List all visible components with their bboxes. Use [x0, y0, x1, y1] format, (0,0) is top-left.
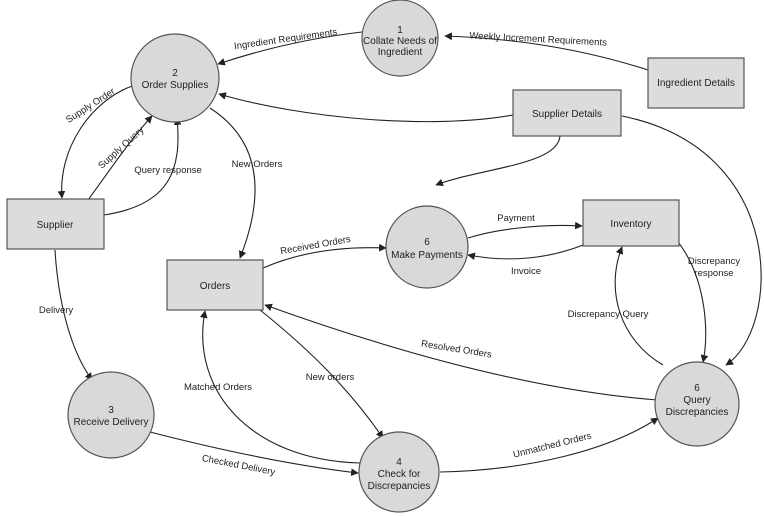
flow-label-supply-order: Supply Order	[64, 86, 117, 126]
flow-label-resolved-orders: Resolved Orders	[420, 339, 492, 361]
process-6b-label-line-2: Discrepancies	[666, 407, 729, 418]
flow-ingredient-requirements	[217, 31, 363, 66]
process-1-label-line-1: Collate Needs of	[363, 36, 437, 47]
store-ingredient-details: Ingredient Details	[647, 57, 745, 109]
process-6b-label-line-1: Query	[683, 395, 710, 406]
process-1-number: 1	[397, 25, 403, 36]
flow-payment	[467, 221, 583, 239]
flow-label-matched-orders: Matched Orders	[184, 382, 252, 393]
flow-checked-delivery	[149, 431, 359, 477]
flow-invoice	[467, 244, 584, 261]
flow-label-unmatched-orders: Unmatched Orders	[512, 430, 593, 460]
flow-discrepancy-response	[671, 234, 709, 363]
process-6-query-discrepancies: 6 Query Discrepancies	[654, 361, 740, 447]
process-2-number: 2	[172, 68, 178, 79]
flow-unmatched-orders	[439, 417, 659, 473]
flow-received-orders	[262, 243, 387, 269]
flow-resolved-orders	[264, 303, 658, 401]
flow-label-payment: Payment	[497, 213, 535, 224]
flow-discrepancy-query	[614, 246, 664, 366]
process-4: 4 Check for Discrepancies	[358, 431, 440, 513]
flow-label-received-orders: Received Orders	[280, 234, 352, 257]
store-inventory-label: Inventory	[610, 219, 651, 230]
entity-supplier-label: Supplier	[37, 220, 74, 231]
process-1-label-line-2: Ingredient	[378, 47, 423, 58]
flow-label-discrepancy-response-2: response	[694, 268, 733, 279]
process-2: 2 Order Supplies	[130, 33, 220, 123]
flow-supply-query	[87, 115, 153, 201]
flow-label-new-orders-1: New Orders	[232, 159, 283, 170]
flow-label-new-orders-2: New orders	[306, 372, 355, 383]
process-3: 3 Receive Delivery	[67, 371, 155, 459]
process-4-label-line-2: Discrepancies	[368, 481, 431, 492]
flow-supplier-details-to-payments	[435, 134, 561, 187]
process-3-label: Receive Delivery	[73, 417, 148, 428]
flow-matched-orders	[199, 310, 361, 464]
flow-label-invoice: Invoice	[511, 266, 541, 277]
store-supplier-details: Supplier Details	[512, 89, 622, 137]
flow-supply-order	[57, 84, 136, 199]
process-6b-number: 6	[694, 383, 700, 394]
flow-supplier-details-to-query	[621, 115, 762, 366]
process-4-label-line-1: Check for	[378, 469, 421, 480]
entity-supplier: Supplier	[6, 198, 105, 250]
flow-weekly-increment	[444, 32, 649, 71]
flow-label-ingredient-requirements: Ingredient Requirements	[233, 27, 338, 52]
flow-label-checked-delivery: Checked Delivery	[201, 453, 276, 478]
flow-new-orders-2	[259, 309, 384, 439]
process-2-label: Order Supplies	[142, 80, 209, 91]
flow-label-query-response: Query response	[134, 165, 202, 176]
flow-label-discrepancy-query: Discrepancy Query	[568, 309, 649, 320]
flow-supplier-details-to-order	[218, 92, 514, 123]
flow-label-weekly-increment: Weekly Increment Requirements	[469, 30, 607, 48]
flow-new-orders-1	[209, 107, 256, 259]
store-orders: Orders	[166, 259, 264, 311]
flow-query-response	[103, 117, 182, 216]
flow-label-discrepancy-response-1: Discrepancy	[688, 256, 741, 267]
store-inventory: Inventory	[582, 199, 680, 247]
flow-label-delivery: Delivery	[39, 305, 74, 316]
process-4-number: 4	[396, 457, 402, 468]
process-6a-label: Make Payments	[391, 250, 463, 261]
process-3-number: 3	[108, 405, 114, 416]
process-6a-number: 6	[424, 237, 430, 248]
store-orders-label: Orders	[200, 281, 231, 292]
flow-delivery	[54, 249, 93, 381]
store-ingredient-details-label: Ingredient Details	[657, 78, 735, 89]
process-6-make-payments: 6 Make Payments	[385, 205, 469, 289]
process-1: 1 Collate Needs of Ingredient	[361, 0, 439, 77]
store-supplier-details-label: Supplier Details	[532, 109, 602, 120]
